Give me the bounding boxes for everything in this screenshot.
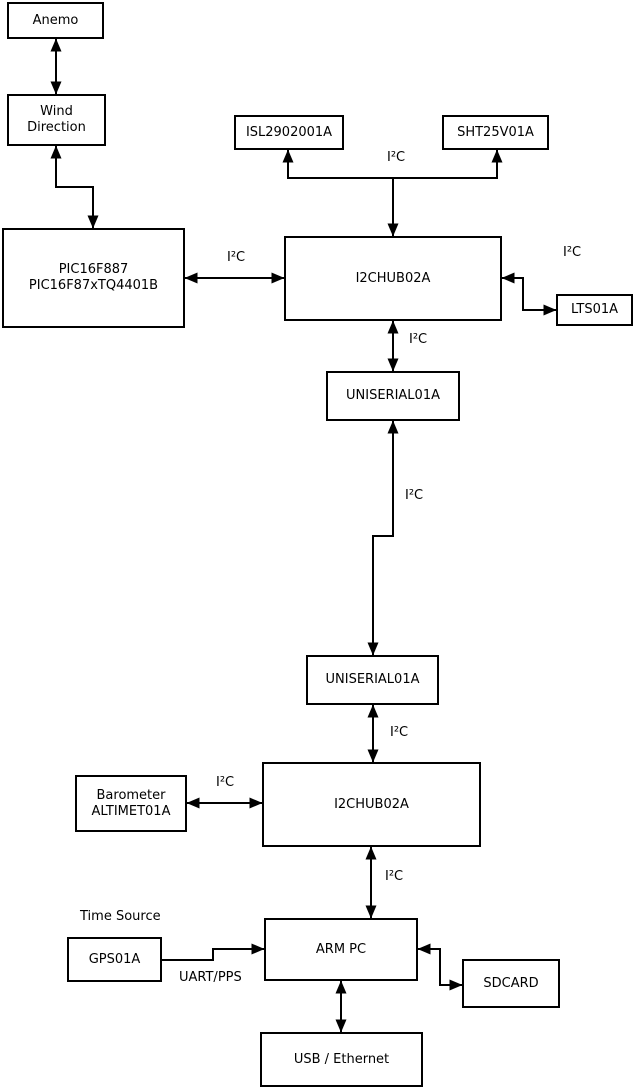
node-anemo-label: Anemo xyxy=(32,12,79,28)
connector-gps-armpc xyxy=(162,943,265,961)
node-pic16f887: PIC16F887 PIC16F87xTQ4401B xyxy=(2,228,185,328)
node-usb-ethernet-label: USB / Ethernet xyxy=(293,1051,390,1067)
node-anemo: Anemo xyxy=(7,2,104,39)
node-arm-pc: ARM PC xyxy=(264,918,418,981)
node-i2chub02a-upper-label: I2CHUB02A xyxy=(355,270,431,286)
edge-label-i2c-pic-hub1: I²C xyxy=(227,250,246,265)
node-wind-direction: Wind Direction xyxy=(7,94,106,146)
edge-label-i2c-hub2-armpc: I²C xyxy=(385,869,404,884)
node-i2chub02a-upper: I2CHUB02A xyxy=(284,236,502,321)
node-isl2902001a: ISL2902001A xyxy=(234,115,344,150)
edge-label-i2c-hub1-lts: I²C xyxy=(563,245,582,260)
node-gps01a: GPS01A xyxy=(67,937,162,982)
node-i2chub02a-lower: I2CHUB02A xyxy=(262,762,481,847)
node-isl2902001a-label: ISL2902001A xyxy=(245,124,333,140)
edge-label-i2c-hub1-uniserial1: I²C xyxy=(409,332,428,347)
connector-uniserial1-uniserial2 xyxy=(367,420,399,656)
node-pic16f887-label-line2: PIC16F87xTQ4401B xyxy=(28,278,159,293)
node-arm-pc-label: ARM PC xyxy=(315,941,367,957)
node-uniserial01a-lower: UNISERIAL01A xyxy=(306,655,439,705)
node-pic16f887-label-line1: PIC16F887 xyxy=(58,262,129,277)
connector-armpc-sdcard xyxy=(417,943,463,991)
node-uniserial01a-upper-label: UNISERIAL01A xyxy=(346,388,440,403)
node-gps01a-label: GPS01A xyxy=(88,951,141,967)
connector-hub1-lts xyxy=(501,272,557,316)
edge-label-i2c-uniserial2-hub2: I²C xyxy=(390,725,409,740)
connector-winddirection-pic xyxy=(50,145,99,229)
node-usb-ethernet: USB / Ethernet xyxy=(260,1032,423,1087)
node-sht25v01a: SHT25V01A xyxy=(442,115,549,150)
node-uniserial01a-upper: UNISERIAL01A xyxy=(326,371,460,421)
edge-label-uart-pps: UART/PPS xyxy=(179,970,242,985)
node-sht25v01a-label: SHT25V01A xyxy=(457,124,534,140)
node-sdcard: SDCARD xyxy=(462,959,560,1008)
node-lts01a: LTS01A xyxy=(556,294,633,326)
edge-label-i2c-uniserial-link: I²C xyxy=(405,488,424,503)
edge-label-i2c-barometer-hub2: I²C xyxy=(216,775,235,790)
edge-label-time-source: Time Source xyxy=(80,909,161,924)
edge-label-i2c-tree: I²C xyxy=(387,150,406,165)
node-i2chub02a-lower-label: I2CHUB02A xyxy=(334,796,409,812)
node-sdcard-label: SDCARD xyxy=(483,975,539,991)
node-uniserial01a-lower-label: UNISERIAL01A xyxy=(325,672,420,687)
node-barometer-label-line2: ALTIMET01A xyxy=(91,803,171,819)
node-wind-direction-label-line2: Direction xyxy=(27,120,86,135)
node-lts01a-label: LTS01A xyxy=(570,302,619,317)
node-barometer-altimet01a: Barometer ALTIMET01A xyxy=(75,775,187,832)
node-barometer-label-line1: Barometer xyxy=(96,787,166,803)
node-wind-direction-label-line1: Wind xyxy=(40,104,73,119)
